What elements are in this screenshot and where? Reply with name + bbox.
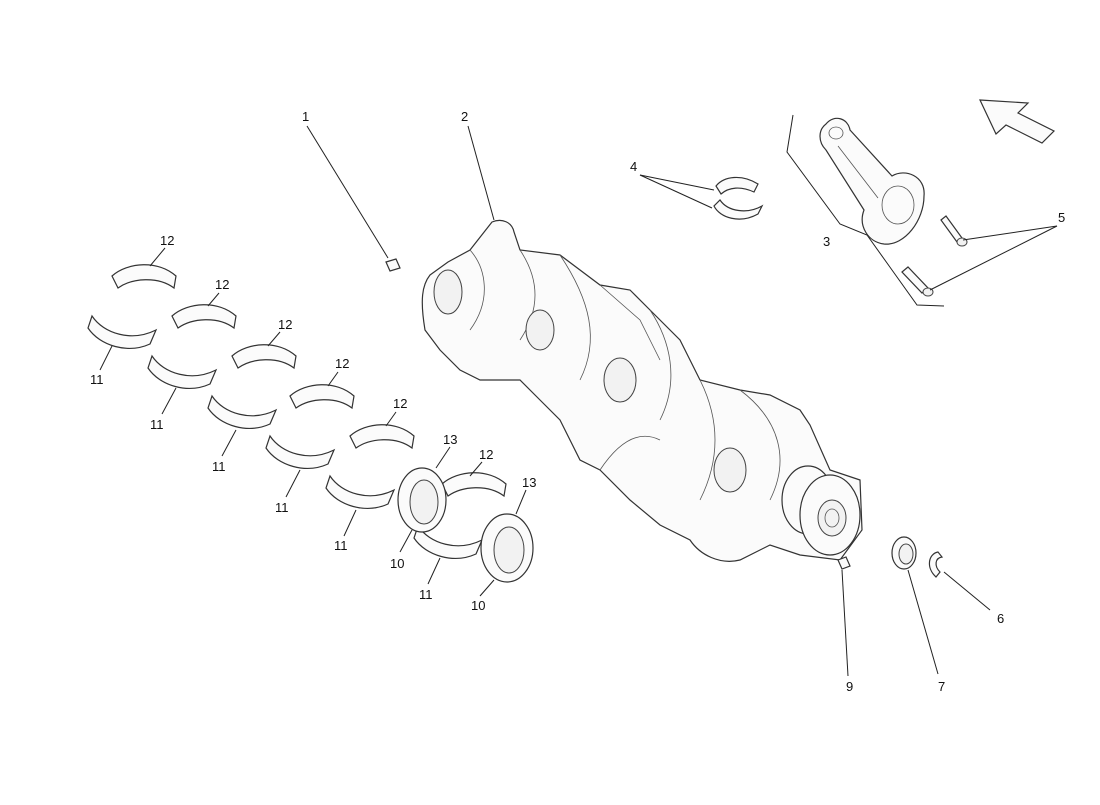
callout-3: 3 [823, 234, 830, 249]
connecting-rod [819, 117, 925, 245]
callout-10: 10 [471, 598, 485, 613]
callout-labels: 1 2 3 4 5 6 7 9 10 10 11 11 11 11 11 11 … [90, 109, 1065, 694]
callout-12: 12 [160, 233, 174, 248]
dowel-pin-flange [837, 556, 851, 570]
callout-2: 2 [461, 109, 468, 124]
leader-lines [99, 125, 1058, 677]
thrust-washers [397, 467, 534, 583]
rod-bearing-shells [713, 176, 764, 220]
rod-bolt-lower [901, 266, 934, 297]
callout-7: 7 [938, 679, 945, 694]
callout-13: 13 [522, 475, 536, 490]
dowel-pin-top [385, 258, 401, 272]
callout-11: 11 [419, 587, 433, 602]
callout-12: 12 [393, 396, 407, 411]
callout-1: 1 [302, 109, 309, 124]
callout-11: 11 [275, 500, 289, 515]
callout-11: 11 [150, 417, 164, 432]
callout-5: 5 [1058, 210, 1065, 225]
callout-10: 10 [390, 556, 404, 571]
callout-6: 6 [997, 611, 1004, 626]
con-rod-group-bracket [786, 114, 945, 307]
main-bearing-upper-shells [111, 264, 507, 498]
circlip [928, 551, 944, 578]
callout-12: 12 [479, 447, 493, 462]
callout-12: 12 [278, 317, 292, 332]
callout-9: 9 [846, 679, 853, 694]
callout-11: 11 [212, 459, 226, 474]
main-bearing-lower-shells [87, 314, 484, 559]
callout-4: 4 [630, 159, 637, 174]
callout-11: 11 [90, 372, 104, 387]
direction-arrow-icon [979, 99, 1056, 144]
callout-12: 12 [335, 356, 349, 371]
callout-12: 12 [215, 277, 229, 292]
callout-11: 11 [334, 538, 348, 553]
crankshaft [421, 219, 863, 562]
pilot-bearing [891, 536, 917, 570]
rod-bolt-upper [940, 215, 968, 247]
callout-13: 13 [443, 432, 457, 447]
